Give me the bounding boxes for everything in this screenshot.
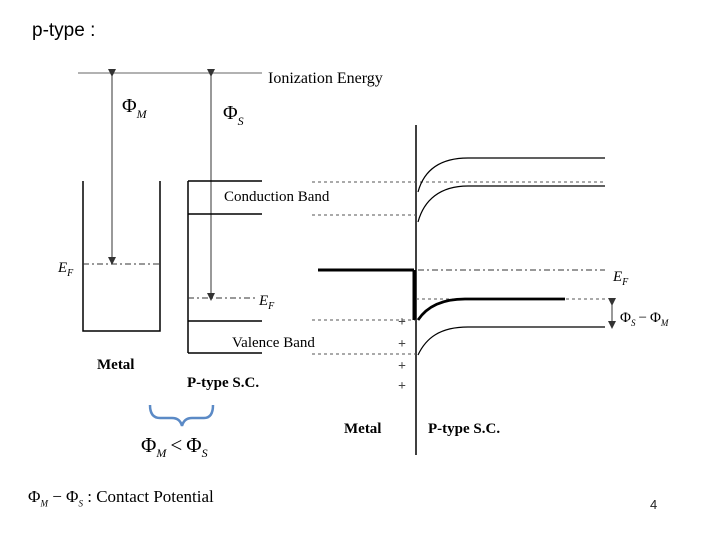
right-diagram: EF ΦS−ΦM + + + + Metal P-type S.C.	[312, 125, 669, 455]
positive-charge: +	[398, 359, 406, 374]
bent-conduction-band-top	[417, 157, 605, 193]
metal-box	[82, 181, 161, 332]
phi-m-label: ΦM	[122, 95, 148, 121]
valence-band-label: Valence Band	[232, 335, 315, 351]
bent-conduction-band-bottom	[417, 185, 605, 223]
phi-s-label: ΦS	[223, 102, 244, 128]
bent-valence-band-bottom	[417, 326, 605, 356]
bent-valence-band-top	[416, 297, 565, 321]
contact-potential-definition: ΦM − ΦS : Contact Potential	[28, 487, 214, 509]
conduction-band-label: Conduction Band	[224, 189, 330, 205]
positive-charge: +	[398, 337, 406, 352]
page-number: 4	[650, 497, 658, 512]
condition-brace	[148, 404, 215, 427]
positive-charge: +	[398, 315, 406, 330]
left-diagram: Ionization Energy ΦM ΦS EF Metal Conduct…	[57, 69, 383, 460]
work-function-condition: ΦM<ΦS	[141, 433, 208, 460]
slide-title: p-type :	[32, 20, 96, 41]
ionization-energy-label: Ionization Energy	[268, 70, 383, 87]
positive-charge: +	[398, 379, 406, 394]
sc-ef-label: EF	[258, 293, 275, 312]
metal-ef-label: EF	[57, 260, 74, 279]
metal-label-right: Metal	[344, 421, 381, 437]
right-ef-label: EF	[612, 269, 629, 288]
sc-label-left: P-type S.C.	[187, 375, 259, 391]
band-bending-label: ΦS−ΦM	[620, 310, 669, 328]
sc-label-right: P-type S.C.	[428, 421, 500, 437]
metal-label-left: Metal	[97, 357, 134, 373]
